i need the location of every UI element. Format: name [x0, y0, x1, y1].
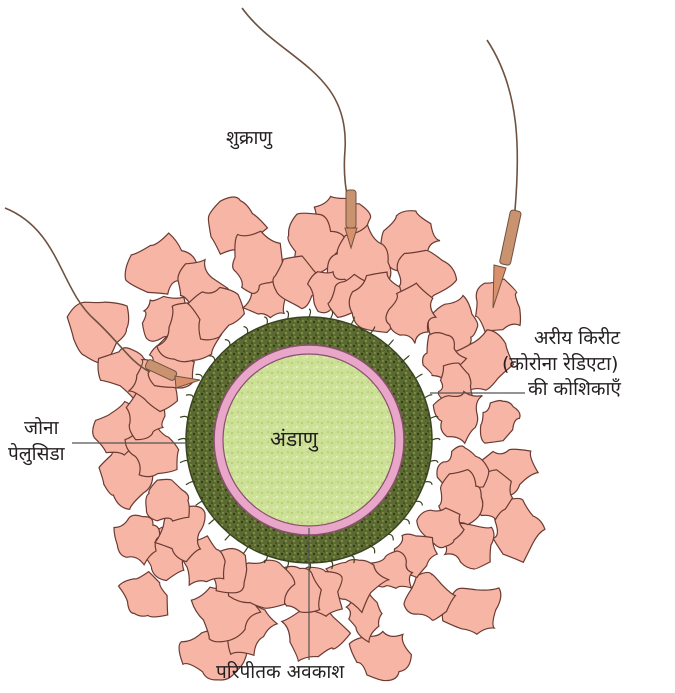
microvillus [425, 395, 433, 398]
corona-cell [282, 606, 351, 661]
microvillus [244, 547, 248, 554]
label-sperm: शुक्राणु [226, 126, 272, 152]
label-zona-line2: पेलुसिडा [8, 442, 65, 468]
corona-cell [480, 400, 520, 443]
microvillus [432, 439, 440, 441]
label-corona-line3: की कोशिकाएँ [526, 377, 621, 403]
microvillus [225, 340, 230, 346]
microvillus [264, 317, 267, 325]
microvillus [351, 317, 354, 325]
microvillus [403, 356, 409, 361]
microvillus [186, 482, 194, 485]
microvillus [209, 519, 215, 524]
corona-cell [433, 392, 482, 444]
corona-cell [146, 479, 189, 521]
microvillus [180, 461, 188, 463]
label-corona-line2: (कोरोना रेडिएटा) [502, 352, 621, 378]
label-ovum: अंडाणु [270, 425, 318, 453]
label-perivitelline-space: परिपीतक अवकाश [216, 660, 344, 686]
sperm-cell-right [487, 40, 521, 308]
microvillus [425, 482, 433, 485]
microvillus [209, 356, 215, 361]
microvillus [225, 534, 230, 540]
microvillus [430, 461, 438, 463]
microvillus [403, 519, 409, 524]
microvillus [371, 547, 375, 554]
label-zona-line1: जोना [8, 416, 65, 442]
microvillus [186, 395, 194, 398]
microvillus [416, 501, 423, 505]
microvillus [196, 374, 203, 378]
corona-cell [349, 631, 411, 680]
microvillus [178, 439, 186, 441]
microvillus [286, 311, 288, 319]
microvillus [388, 340, 393, 346]
microvillus [330, 311, 332, 319]
label-corona-radiata: अरीय किरीट (कोरोना रेडिएटा) की कोशिकाएँ [526, 326, 621, 403]
microvillus [196, 501, 203, 505]
microvillus [180, 416, 188, 418]
microvillus [309, 309, 311, 317]
label-zona-pellucida: जोना पेलुसिडा [8, 416, 65, 467]
microvillus [388, 534, 393, 540]
microvillus [416, 374, 423, 378]
label-corona-line1: अरीय किरीट [526, 326, 621, 352]
microvillus [244, 327, 248, 334]
